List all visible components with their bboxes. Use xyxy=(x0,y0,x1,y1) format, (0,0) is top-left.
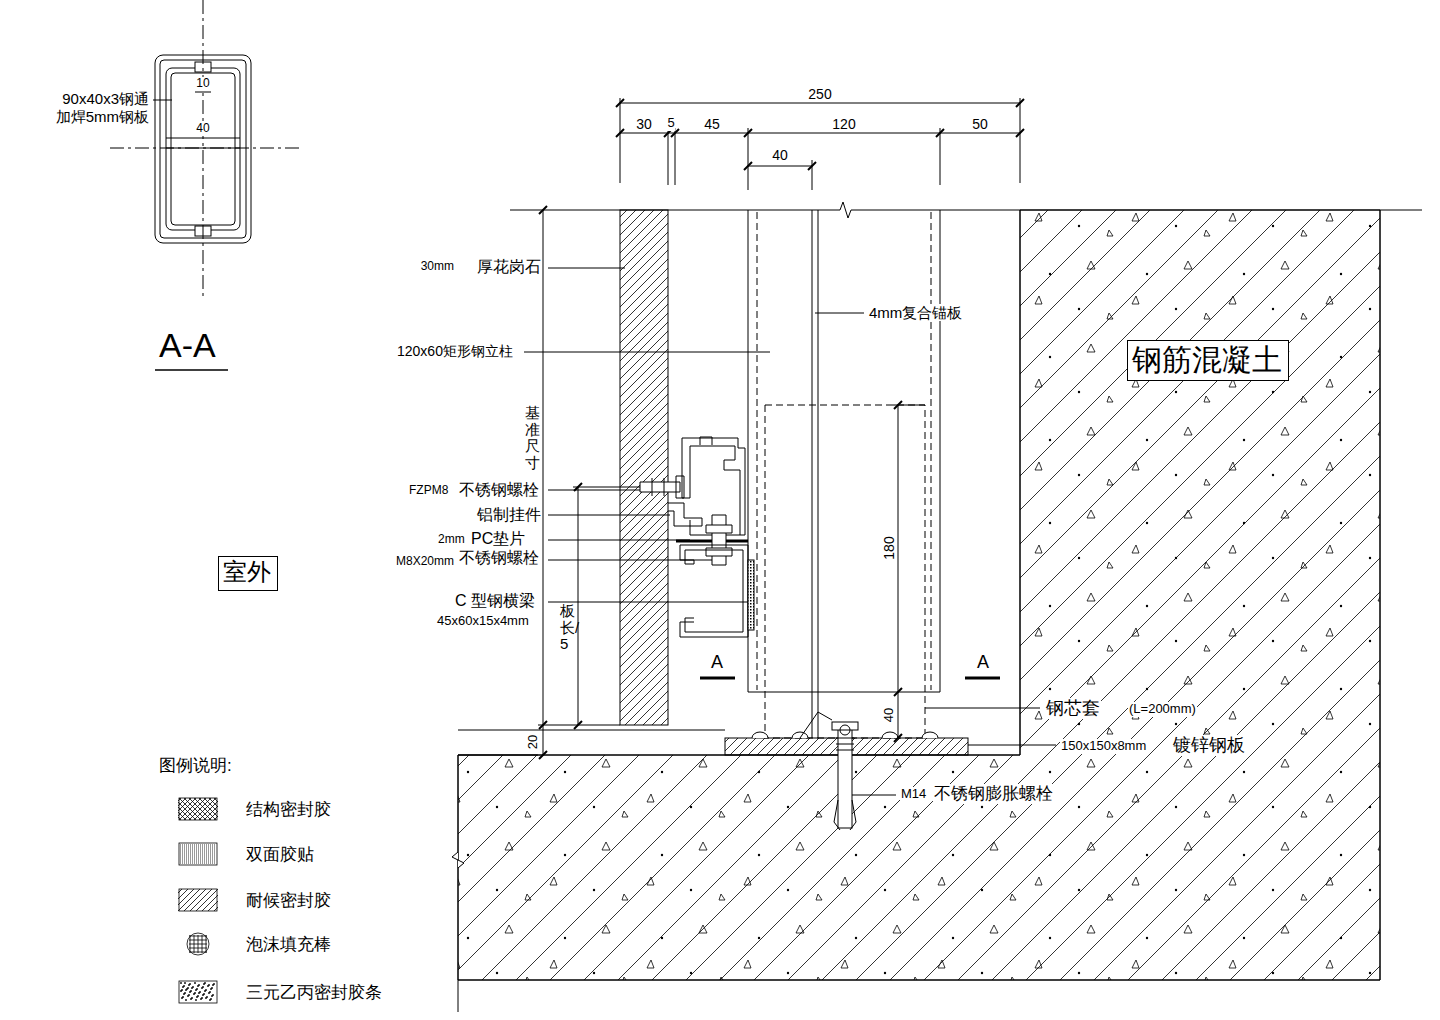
callout-label: M8X20mm xyxy=(395,555,455,569)
legend-sample xyxy=(178,797,218,821)
callout-label: 图例说明: xyxy=(158,756,233,776)
dimension-text: 20 xyxy=(526,734,541,750)
legend-sample xyxy=(178,980,218,1004)
legend-sample xyxy=(178,888,218,912)
callout-label: 钢芯套 xyxy=(1045,698,1101,719)
dimension-text: 120 xyxy=(831,116,856,132)
callout-label: 120x60矩形钢立柱 xyxy=(396,343,514,359)
callout-label: 厚花岗石 xyxy=(476,258,542,276)
dimension-text: 40 xyxy=(195,122,210,136)
dimension-text: 50 xyxy=(971,116,989,132)
dimension-text: 30 xyxy=(635,116,653,132)
dimension-text: 40 xyxy=(771,147,789,163)
legend-sample xyxy=(178,932,218,956)
region-label-box: 钢筋混凝土 xyxy=(1127,340,1289,381)
legend-sample xyxy=(178,842,218,866)
callout-label: 基准尺寸 xyxy=(525,405,540,471)
callout-label: 45x60x15x4mm xyxy=(436,614,530,629)
dimension-text: 45 xyxy=(703,116,721,132)
legend-text: 三元乙丙密封胶条 xyxy=(246,981,382,1004)
dimension-text: 40 xyxy=(882,707,897,723)
callout-label: PC垫片 xyxy=(470,530,526,548)
callout-label: A-A xyxy=(158,326,217,365)
callout-label: A xyxy=(710,652,724,673)
callout-label: A xyxy=(976,652,990,673)
callout-label: (L=200mm) xyxy=(1128,702,1197,717)
dimension-text: 5 xyxy=(666,116,675,131)
callout-label: 4mm复合锚板 xyxy=(868,304,963,321)
callout-label: 加焊5mm钢板 xyxy=(55,108,150,125)
callout-label: 不锈钢螺栓 xyxy=(458,481,540,499)
callout-label: 2mm xyxy=(437,533,466,547)
region-name: 室外 xyxy=(223,559,273,585)
region-name: 钢筋混凝土 xyxy=(1132,343,1284,376)
callout-label: 不锈钢膨胀螺栓 xyxy=(933,784,1054,804)
dimension-text: 250 xyxy=(807,86,832,102)
legend-text: 泡沫填充棒 xyxy=(246,933,331,956)
callout-label: 150x150x8mm xyxy=(1060,739,1147,754)
callout-label: 不锈钢螺栓 xyxy=(458,549,540,567)
region-label-box: 室外 xyxy=(218,556,278,591)
legend-text: 耐候密封胶 xyxy=(246,889,331,912)
callout-label: 90x40x3钢通 xyxy=(61,90,150,107)
legend-text: 双面胶贴 xyxy=(246,843,314,866)
callout-label: 板长/5 xyxy=(560,603,575,653)
callout-label: 30mm xyxy=(420,260,455,274)
callout-label: M14 xyxy=(900,787,927,802)
callout-label: FZPM8 xyxy=(408,484,449,498)
callout-label: 铝制挂件 xyxy=(476,506,542,524)
callout-label: C 型钢横梁 xyxy=(454,592,536,610)
legend-text: 结构密封胶 xyxy=(246,798,331,821)
dimension-text: 180 xyxy=(881,535,897,560)
callout-label: 镀锌钢板 xyxy=(1172,735,1246,756)
dimension-text: 10 xyxy=(195,77,210,91)
